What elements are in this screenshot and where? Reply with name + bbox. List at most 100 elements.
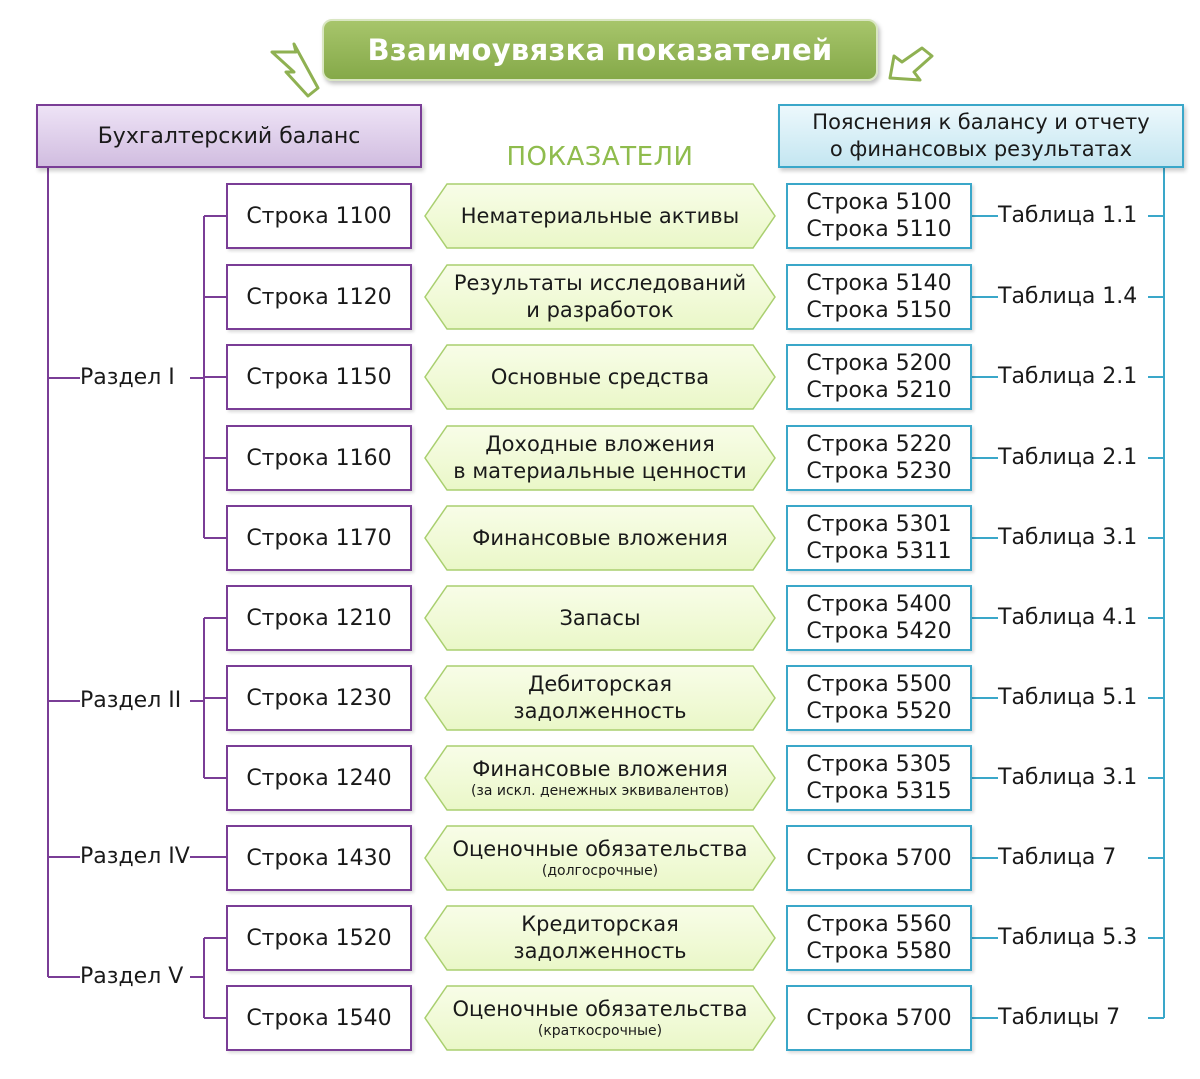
indicator-hexagon	[424, 665, 776, 731]
balance-row-label: Строка 1160	[246, 445, 392, 471]
balance-row-label: Строка 1230	[246, 685, 392, 711]
balance-row-box: Строка 1430	[226, 825, 412, 891]
indicator-box: Основные средства	[425, 344, 775, 410]
explanation-row-label: Строка 5200	[806, 351, 952, 376]
table-reference: Таблицы 7	[998, 1003, 1148, 1033]
explanation-row-label-2: Строка 5110	[806, 217, 952, 242]
indicator-label: Оценочные обязательства	[452, 997, 748, 1021]
indicator-hexagon	[424, 905, 776, 971]
indicator-hexagon	[424, 183, 776, 249]
explanations-header: Пояснения к балансу и отчету о финансовы…	[778, 104, 1184, 168]
indicator-label: Запасы	[559, 605, 641, 630]
indicator-label-line2: и разработок	[526, 298, 674, 322]
table-reference: Таблица 5.1	[998, 683, 1148, 713]
balance-row-label: Строка 1210	[246, 605, 392, 631]
balance-row-label: Строка 1170	[246, 525, 392, 551]
indicator-label: Нематериальные активы	[460, 203, 740, 228]
indicator-hexagon	[424, 425, 776, 491]
indicator-label-line2: задолженность	[513, 939, 687, 963]
indicator-label-line2: задолженность	[513, 699, 687, 723]
explanation-row-box: Строка 5700	[786, 825, 972, 891]
table-reference: Таблица 4.1	[998, 603, 1148, 633]
balance-row-box: Строка 1240	[226, 745, 412, 811]
indicator-box: Финансовые вложения	[425, 505, 775, 571]
table-reference: Таблица 2.1	[998, 362, 1148, 392]
explanations-header-line1: Пояснения к балансу и отчету	[812, 110, 1150, 134]
diagram-title: Взаимоувязка показателей	[322, 19, 878, 81]
indicator-box: Финансовые вложения(за искл. денежных эк…	[425, 745, 775, 811]
indicator-note: (за искл. денежных эквивалентов)	[470, 783, 730, 799]
table-reference: Таблица 7	[998, 843, 1148, 873]
section-label: Раздел IV	[80, 842, 190, 872]
indicator-label: Доходные вложения	[485, 432, 715, 456]
explanation-row-label-2: Строка 5315	[806, 779, 952, 804]
explanation-row-label-2: Строка 5311	[806, 539, 952, 564]
indicator-hexagon	[424, 825, 776, 891]
arrow-down-left-icon	[270, 42, 320, 98]
balance-row-label: Строка 1240	[246, 765, 392, 791]
indicator-note: (долгосрочные)	[541, 863, 659, 879]
explanation-row-label-2: Строка 5520	[806, 699, 952, 724]
indicator-box: Доходные вложения в материальные ценности	[425, 425, 775, 491]
indicator-label: Финансовые вложения	[472, 525, 728, 550]
explanation-row-label-2: Строка 5420	[806, 619, 952, 644]
table-reference: Таблица 5.3	[998, 923, 1148, 953]
indicator-hexagon	[424, 505, 776, 571]
table-reference: Таблица 1.1	[998, 201, 1148, 231]
indicator-label: Основные средства	[490, 364, 710, 389]
indicator-hexagon	[424, 585, 776, 651]
indicator-hexagon	[424, 745, 776, 811]
explanation-row-label: Строка 5400	[806, 592, 952, 617]
indicator-box: Нематериальные активы	[425, 183, 775, 249]
table-reference: Таблица 3.1	[998, 763, 1148, 793]
indicator-box: Оценочные обязательства (краткосрочные)	[425, 985, 775, 1051]
explanation-row-label: Строка 5700	[806, 845, 952, 871]
indicator-label-line2: в материальные ценности	[453, 459, 747, 483]
indicator-label: Оценочные обязательства	[452, 837, 748, 861]
explanation-row-label: Строка 5140	[806, 271, 952, 296]
balance-sheet-header: Бухгалтерский баланс	[36, 104, 422, 168]
section-label: Раздел V	[80, 962, 190, 992]
balance-row-label: Строка 1120	[246, 284, 392, 310]
balance-row-label: Строка 1100	[246, 203, 392, 229]
explanation-row-label: Строка 5305	[806, 752, 952, 777]
balance-sheet-header-label: Бухгалтерский баланс	[97, 123, 361, 149]
explanation-row-label: Строка 5700	[806, 1005, 952, 1031]
indicator-note: (краткосрочные)	[537, 1023, 663, 1039]
table-reference: Таблица 2.1	[998, 443, 1148, 473]
section-label: Раздел I	[80, 363, 190, 393]
explanation-row-box: Строка 5700	[786, 985, 972, 1051]
indicator-box: Запасы	[425, 585, 775, 651]
explanation-row-label-2: Строка 5580	[806, 939, 952, 964]
indicators-label: ПОКАЗАТЕЛИ	[506, 142, 694, 172]
indicator-hexagon	[424, 985, 776, 1051]
balance-row-label: Строка 1430	[246, 845, 392, 871]
explanation-row-label: Строка 5560	[806, 912, 952, 937]
table-reference: Таблица 3.1	[998, 523, 1148, 553]
balance-row-box: Строка 1160	[226, 425, 412, 491]
balance-row-box: Строка 1120	[226, 264, 412, 330]
balance-row-label: Строка 1150	[246, 364, 392, 390]
explanation-row-label: Строка 5220	[806, 432, 952, 457]
balance-row-box: Строка 1210	[226, 585, 412, 651]
balance-row-label: Строка 1540	[246, 1005, 392, 1031]
balance-row-box: Строка 1520	[226, 905, 412, 971]
balance-row-box: Строка 1150	[226, 344, 412, 410]
indicator-hexagon	[424, 344, 776, 410]
indicator-box: Оценочные обязательства (долгосрочные)	[425, 825, 775, 891]
section-label: Раздел II	[80, 686, 190, 716]
